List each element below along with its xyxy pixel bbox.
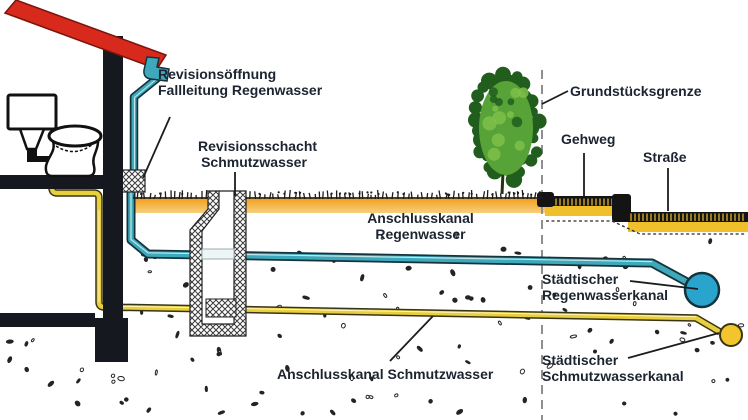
label-property-boundary: Grundstücksgrenze <box>570 83 701 99</box>
label-line: Schmutzwasserkanal <box>542 368 684 384</box>
street-surface <box>628 212 748 232</box>
toilet-flush-pipe <box>27 149 52 162</box>
toilet-bowl <box>47 124 103 148</box>
sidewalk-surface <box>537 192 631 222</box>
street-pavement <box>628 212 748 222</box>
sewage-connection-pipe <box>48 166 722 336</box>
street-paver-joints <box>630 213 744 221</box>
inspection-shaft <box>189 190 247 337</box>
road-base-dashed-line <box>546 220 746 235</box>
toilet-cistern <box>6 93 58 131</box>
label-line: Anschlusskanal <box>367 210 474 226</box>
sewage-pipe-body <box>49 166 722 334</box>
shaft-flow-channel-block <box>205 298 237 318</box>
rainwater-downpipe <box>129 72 163 186</box>
curb-right <box>612 194 631 222</box>
toilet-flush-funnel <box>18 127 46 151</box>
label-line: Anschlusskanal Schmutzwasser <box>277 366 494 382</box>
house <box>0 0 170 362</box>
downpipe-highlight <box>133 76 160 186</box>
leader-sewage-connection <box>389 315 434 362</box>
label-line: Gehweg <box>561 131 616 147</box>
municipal-sewage-canal <box>719 323 743 347</box>
leader-municipal-rain <box>629 280 699 290</box>
ground-floor-slab <box>0 175 103 189</box>
tree-canopy <box>468 66 547 188</box>
curb-left <box>537 192 554 207</box>
house-wall <box>103 36 123 318</box>
label-line: Revisionsöffnung <box>158 66 277 82</box>
toilet-water-line <box>55 143 94 153</box>
tree <box>468 66 547 195</box>
roof <box>3 0 168 70</box>
rain-pipe-highlight <box>130 187 653 263</box>
shaft-rain-channel <box>201 248 235 260</box>
label-inspection-shaft: Revisionsschacht Schmutzwasser <box>198 138 318 170</box>
foundation-footing <box>95 318 128 362</box>
sidewalk-pavement <box>545 196 628 206</box>
label-line: Städtischer <box>542 271 619 287</box>
shaft-walls <box>189 190 247 337</box>
label-line: Fallleitung Regenwasser <box>158 82 323 98</box>
label-line: Revisionsschacht <box>198 138 318 154</box>
label-street: Straße <box>643 149 687 165</box>
gutter <box>143 56 170 82</box>
toilet-icon <box>6 93 103 178</box>
label-line: Regenwasser <box>375 226 466 242</box>
basement-floor <box>0 313 95 327</box>
leader-property-boundary <box>541 90 569 105</box>
rainwater-connection-pipe <box>126 185 690 286</box>
street-bedding <box>628 221 748 232</box>
label-municipal-sewage: Städtischer Schmutzwasserkanal <box>542 352 684 384</box>
label-sewage-connection: Anschlusskanal Schmutzwasser <box>277 366 493 382</box>
label-line: Schmutzwasser <box>201 154 307 170</box>
label-municipal-rain: Städtischer Regenwasserkanal <box>542 271 668 303</box>
label-line: Regenwasserkanal <box>542 287 669 303</box>
label-line: Städtischer <box>542 352 619 368</box>
sidewalk-bedding <box>545 205 630 216</box>
grass-strip <box>133 189 543 200</box>
label-rain-connection: Anschlusskanal Regenwasser <box>358 210 483 242</box>
leader-municipal-sewage <box>627 332 720 359</box>
label-line: Straße <box>643 149 687 165</box>
label-line: Grundstücksgrenze <box>570 83 702 99</box>
label-revision-opening: Revisionsöffnung Fallleitung Regenwasser <box>158 66 322 98</box>
leader-revision-opening <box>142 116 171 179</box>
municipal-rainwater-canal <box>683 271 721 309</box>
leader-lines <box>142 90 720 362</box>
label-sidewalk: Gehweg <box>561 131 615 147</box>
